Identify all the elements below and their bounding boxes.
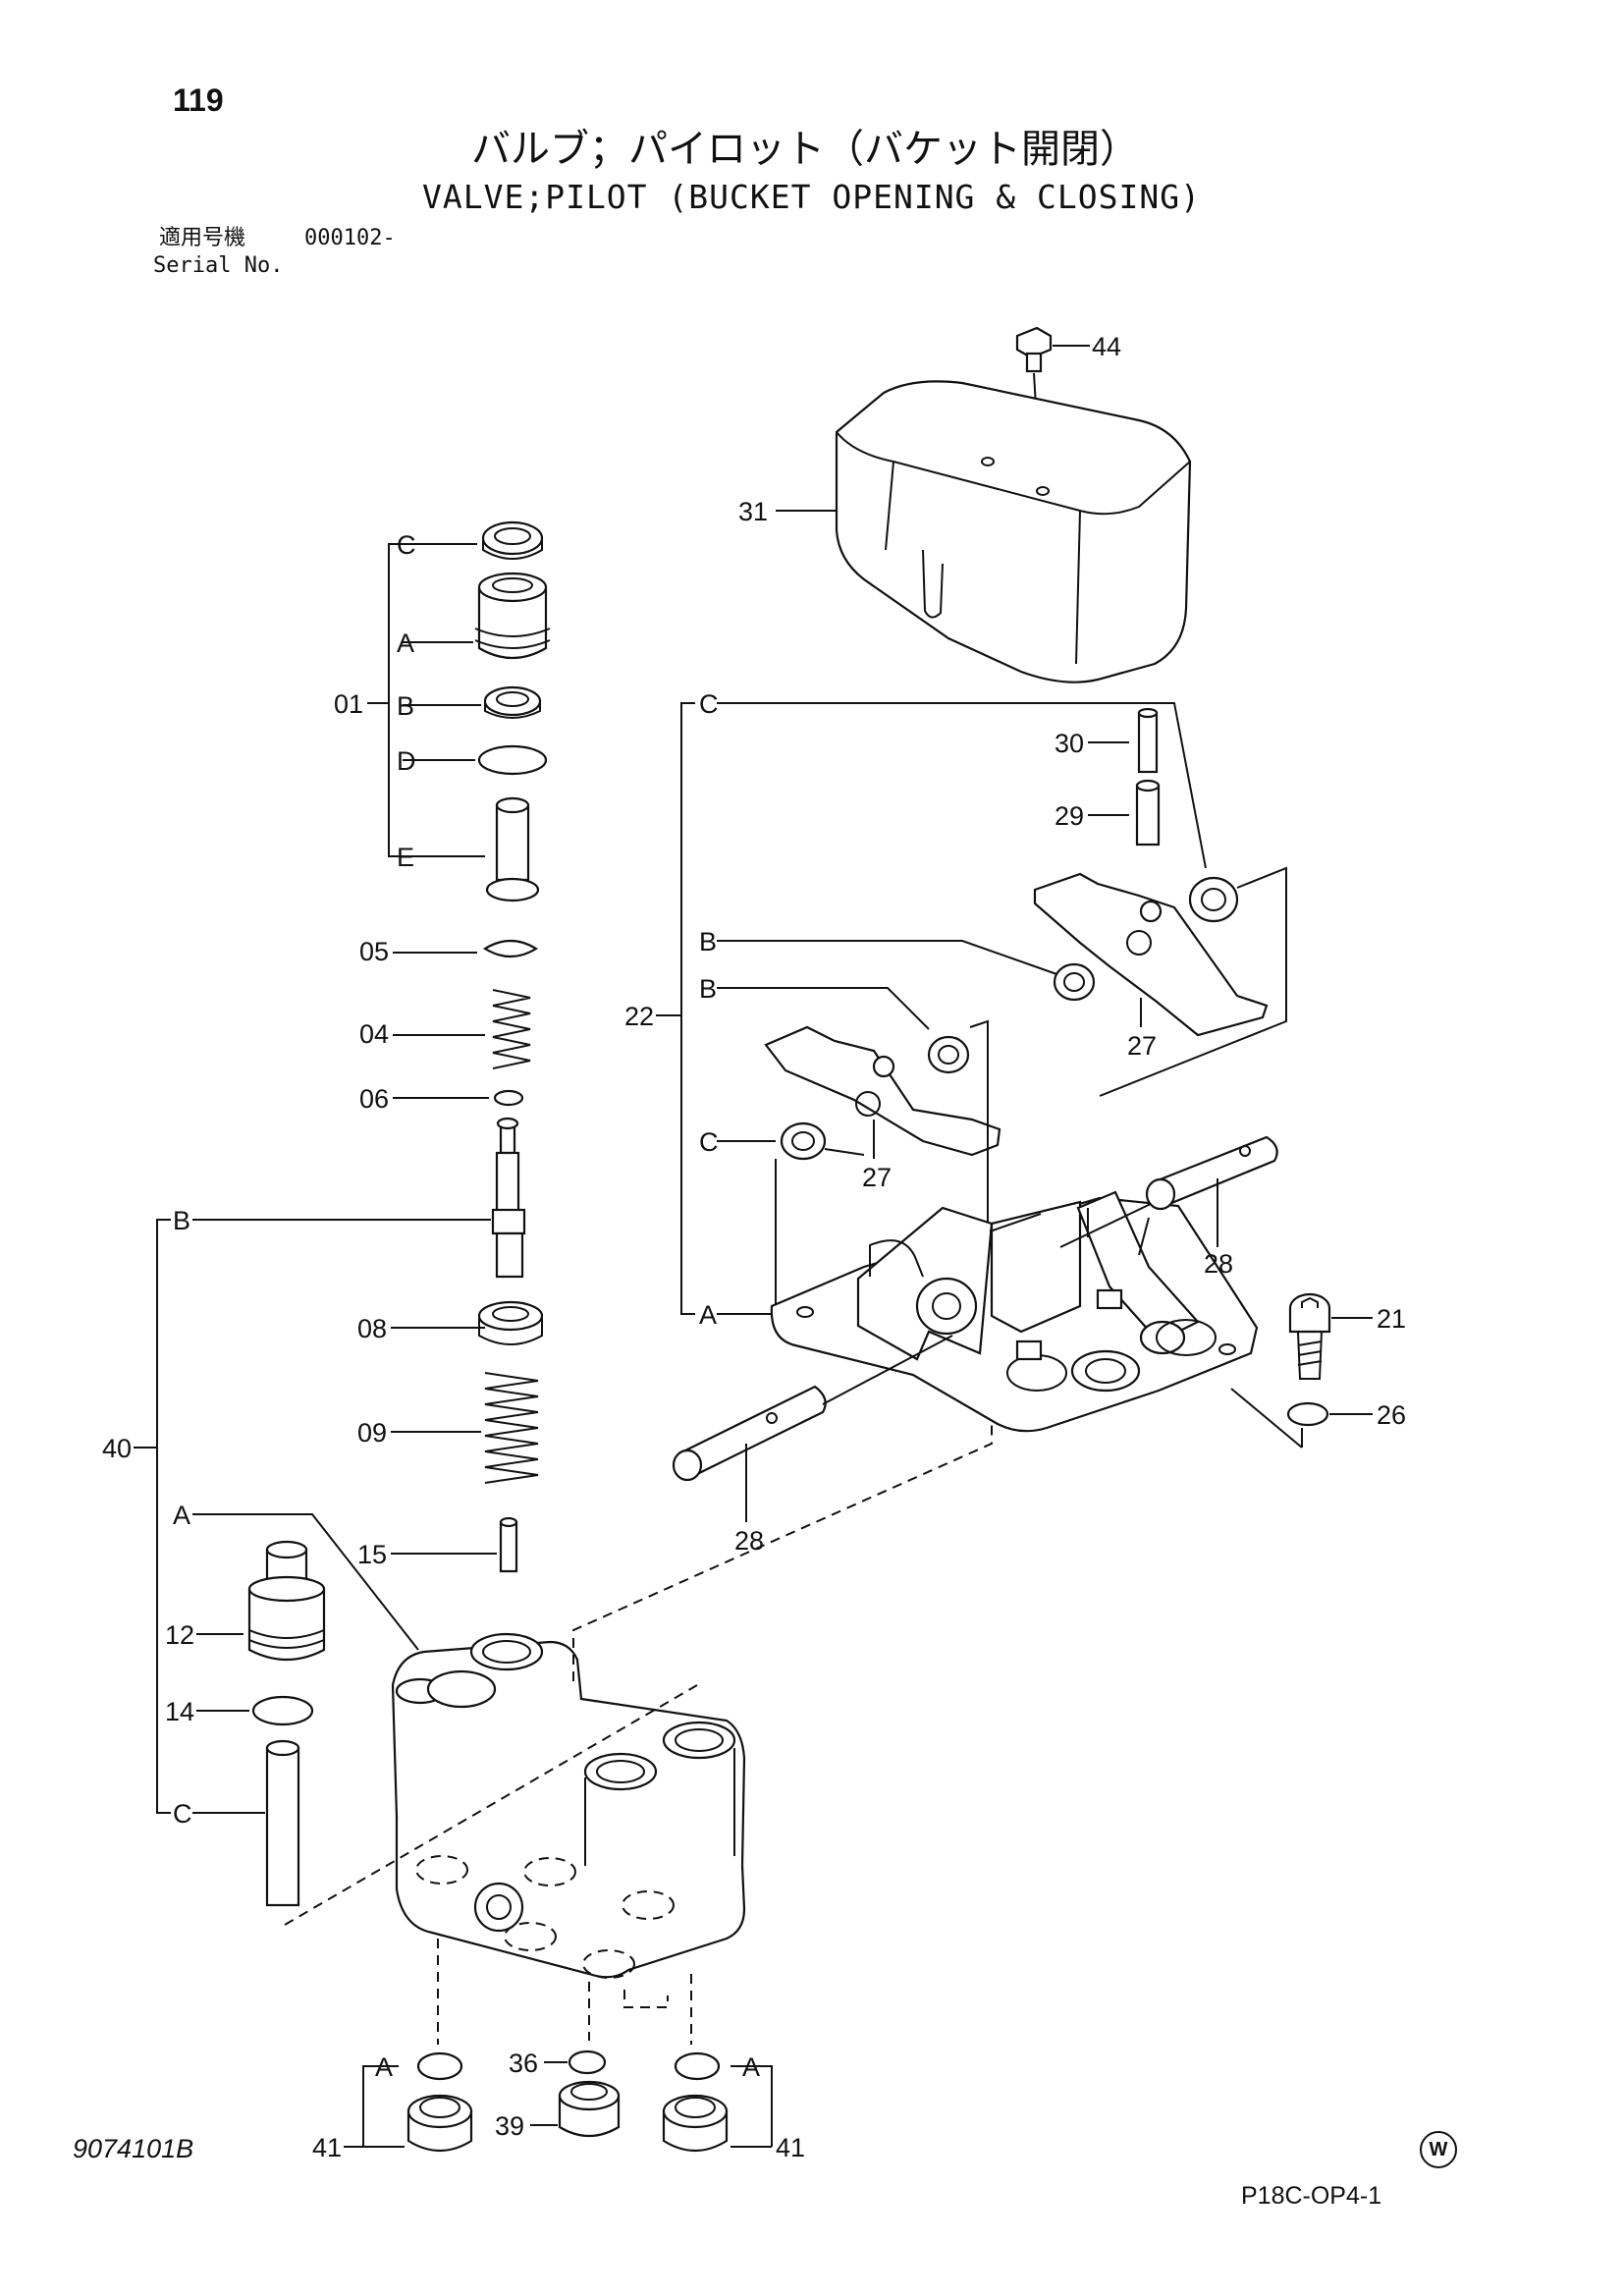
lever-27-left: [764, 1025, 1001, 1157]
callout-06: 06: [359, 1084, 389, 1114]
seat-08: [477, 1300, 544, 1345]
sublabel-01-d: D: [397, 746, 416, 776]
callout-28-lower: 28: [734, 1526, 764, 1556]
sublabel-22-a: A: [699, 1300, 717, 1330]
callout-08: 08: [357, 1314, 387, 1343]
seal-01b: [483, 685, 542, 719]
sublabel-22-c-mid: C: [699, 1127, 719, 1157]
spool-40b: [491, 1117, 526, 1279]
pin-40c: [265, 1739, 300, 1907]
oring-41b: [674, 2051, 721, 2081]
sublabel-22-b-upper: B: [699, 927, 717, 957]
sublabel-22-c-top: C: [699, 689, 719, 719]
bushing-22b-left: [927, 1035, 970, 1074]
callout-01: 01: [334, 689, 363, 719]
callout-44: 44: [1092, 332, 1121, 361]
pin-15: [499, 1516, 518, 1573]
oring-36: [568, 2050, 607, 2075]
spring-04: [492, 989, 531, 1069]
bolt-21: [1288, 1292, 1331, 1380]
bolt-44: [1015, 326, 1053, 373]
callout-04: 04: [359, 1019, 389, 1049]
bracket-22: [656, 702, 1207, 1315]
bracket-01: [367, 543, 485, 857]
washer-26: [1286, 1401, 1329, 1427]
callout-31: 31: [738, 497, 768, 526]
base-22a: [770, 1190, 1259, 1433]
callout-21: 21: [1377, 1304, 1406, 1334]
watermark-mark: W: [1420, 2131, 1457, 2168]
callout-39: 39: [495, 2111, 524, 2141]
oring-01d: [477, 744, 548, 776]
callout-22: 22: [624, 1002, 654, 1031]
pin-30: [1137, 707, 1159, 774]
figure-code: P18C-OP4-1: [1241, 2182, 1382, 2210]
callout-28-upper: 28: [1204, 1249, 1233, 1279]
serial-value: 000102-: [304, 226, 396, 250]
sublabel-01-b: B: [397, 691, 414, 721]
callout-27-right: 27: [1127, 1031, 1157, 1061]
plug-12: [247, 1540, 326, 1662]
sublabel-40-a: A: [173, 1501, 190, 1530]
sublabel-41-a-right: A: [742, 2052, 760, 2082]
plug-41a: [406, 2094, 473, 2152]
callout-12: 12: [165, 1620, 194, 1650]
bushing-22c-left: [780, 1121, 827, 1161]
seal-01c: [481, 520, 544, 560]
plunger-01e: [485, 796, 540, 902]
callout-05: 05: [359, 937, 389, 966]
callout-41-left: 41: [312, 2133, 342, 2162]
snap-ring-05: [482, 939, 539, 958]
callout-36: 36: [509, 2049, 538, 2078]
drawing-number: 9074101B: [73, 2134, 194, 2163]
callout-09: 09: [357, 1418, 387, 1448]
callout-26: 26: [1377, 1400, 1406, 1430]
casing: [391, 1632, 746, 1979]
callout-14: 14: [165, 1697, 194, 1726]
sublabel-41-a-left: A: [375, 2052, 393, 2082]
lever-27-right: [1033, 872, 1269, 1037]
pin-28-upper: [1145, 1135, 1278, 1211]
sublabel-40-b: B: [173, 1206, 190, 1235]
callout-27-left: 27: [862, 1163, 892, 1192]
oring-14: [251, 1695, 314, 1726]
sleeve-01a: [474, 572, 551, 659]
callout-30: 30: [1055, 729, 1084, 758]
title-english: VALVE;PILOT (BUCKET OPENING & CLOSING): [422, 178, 1201, 216]
serial-label-japanese: 適用号機: [159, 226, 246, 250]
bracket-40: [134, 1219, 491, 1814]
callout-41-right: 41: [776, 2133, 805, 2162]
bushing-22c-right: [1188, 876, 1239, 923]
plug-39: [558, 2080, 621, 2137]
oring-41a: [416, 2051, 463, 2081]
pin-29: [1135, 779, 1161, 847]
sublabel-22-b-lower: B: [699, 974, 717, 1004]
callout-29: 29: [1055, 801, 1084, 831]
callout-40: 40: [102, 1434, 132, 1463]
sublabel-40-c: C: [173, 1799, 192, 1829]
bushing-22b-right: [1053, 962, 1096, 1002]
pin-28-lower: [672, 1385, 827, 1482]
sublabel-01-e: E: [397, 843, 414, 872]
title-japanese: バルブ；パイロット（バケット開閉）: [471, 127, 1139, 172]
serial-label-english: Serial No.: [153, 253, 284, 278]
sublabel-01-c: C: [397, 530, 416, 560]
page-number: 119: [173, 82, 224, 118]
sublabel-01-a: A: [397, 629, 414, 658]
callout-15: 15: [357, 1540, 387, 1569]
spring-09: [484, 1372, 539, 1484]
cover-31: [835, 380, 1192, 683]
plug-41b: [662, 2094, 729, 2152]
washer-06: [493, 1089, 524, 1107]
